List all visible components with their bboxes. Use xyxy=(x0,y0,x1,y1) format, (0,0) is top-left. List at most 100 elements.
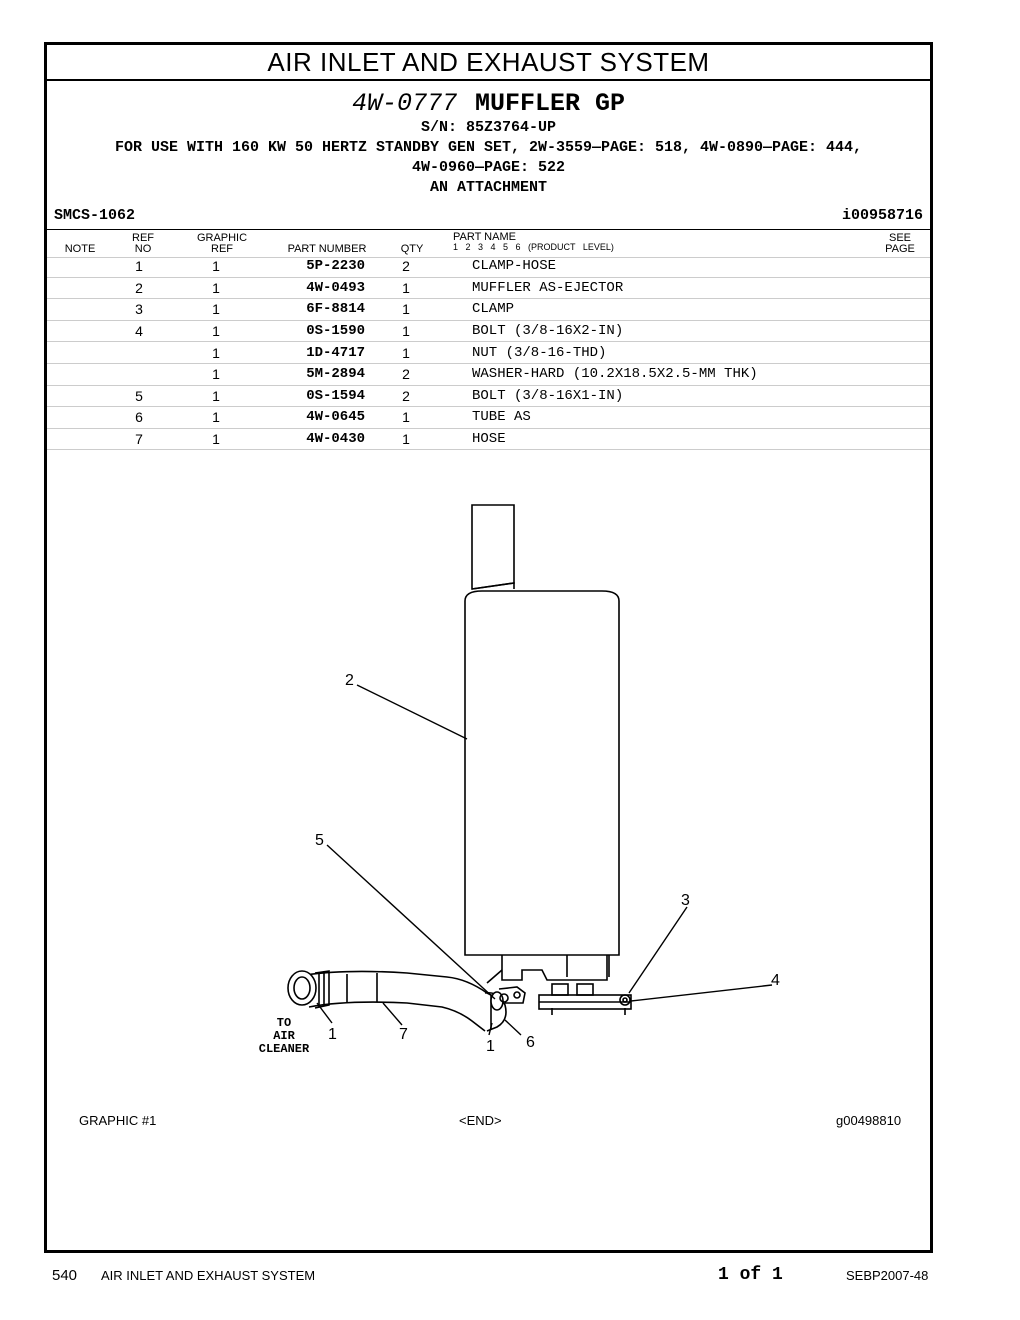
cell-pn: 0S-1590 xyxy=(261,320,365,343)
svg-text:TO: TO xyxy=(277,1016,291,1030)
cell-gref: 1 xyxy=(171,406,261,429)
cell-qty: 2 xyxy=(365,256,447,278)
col-ref-no-top: REF xyxy=(132,232,154,244)
cell-pn: 0S-1594 xyxy=(261,385,365,408)
for-use-line-1: FOR USE WITH 160 KW 50 HERTZ STANDBY GEN… xyxy=(114,139,863,156)
smcs-code: SMCS-1062 xyxy=(54,207,136,224)
cell-note xyxy=(47,341,107,364)
cell-pn: 1D-4717 xyxy=(261,341,365,364)
cell-qty: 2 xyxy=(365,363,447,386)
col-product-levels: 1 2 3 4 5 6 (PRODUCT LEVEL) xyxy=(453,242,614,252)
callout-1-right: 1 xyxy=(486,1038,495,1055)
section-title: AIR INLET AND EXHAUST SYSTEM xyxy=(47,45,930,81)
graphic-id: g00498810 xyxy=(836,1113,902,1128)
cell-qty: 2 xyxy=(365,385,447,408)
callout-7: 7 xyxy=(399,1026,408,1043)
cell-note xyxy=(47,277,107,300)
cell-gref: 1 xyxy=(171,428,261,451)
cell-qty: 1 xyxy=(365,277,447,300)
doc-id: SEBP2007-48 xyxy=(846,1268,929,1283)
cell-gref: 1 xyxy=(171,320,261,343)
cell-pn: 5M-2894 xyxy=(261,363,365,386)
cell-name: WASHER-HARD (10.2X18.5X2.5-MM THK) xyxy=(447,363,930,386)
cell-qty: 1 xyxy=(365,341,447,364)
cell-note xyxy=(47,385,107,408)
page-number: 540 xyxy=(52,1267,78,1284)
serial-number: S/N: 85Z3764-UP xyxy=(420,119,557,136)
cell-name: CLAMP xyxy=(447,298,930,321)
footer-section: AIR INLET AND EXHAUST SYSTEM xyxy=(101,1268,316,1283)
end-marker: <END> xyxy=(459,1113,502,1128)
cell-pn: 6F-8814 xyxy=(261,298,365,321)
muffler-assembly xyxy=(464,504,632,1015)
page-of: 1 of 1 xyxy=(718,1265,783,1285)
group-part-number: 4W-0777 xyxy=(351,89,457,118)
cell-ref: 7 xyxy=(107,428,171,451)
cell-qty: 1 xyxy=(365,320,447,343)
col-part-name: PART NAME xyxy=(453,231,516,243)
cell-note xyxy=(47,406,107,429)
cell-gref: 1 xyxy=(171,277,261,300)
cell-ref: 2 xyxy=(107,277,171,300)
cell-pn: 5P-2230 xyxy=(261,256,365,278)
cell-note xyxy=(47,298,107,321)
cell-name: BOLT (3/8-16X1-IN) xyxy=(447,385,930,408)
cell-pn: 4W-0430 xyxy=(261,428,365,451)
cell-ref xyxy=(107,363,171,386)
cell-gref: 1 xyxy=(171,341,261,364)
cell-name: HOSE xyxy=(447,428,930,451)
for-use-line-2: 4W-0960—PAGE: 522 xyxy=(411,159,566,176)
to-air-cleaner-label: TO AIR CLEANER xyxy=(259,1016,310,1056)
cell-gref: 1 xyxy=(171,298,261,321)
hose-tube-assembly xyxy=(287,970,526,1032)
svg-text:CLEANER: CLEANER xyxy=(259,1042,310,1056)
col-qty: QTY xyxy=(400,243,424,255)
cell-name: MUFFLER AS-EJECTOR xyxy=(447,277,930,300)
col-graphic-ref-top: GRAPHIC xyxy=(196,232,248,244)
cell-ref: 6 xyxy=(107,406,171,429)
callout-leaders xyxy=(316,684,773,1036)
cell-ref: 5 xyxy=(107,385,171,408)
cell-qty: 1 xyxy=(365,298,447,321)
cell-ref: 3 xyxy=(107,298,171,321)
cell-note xyxy=(47,320,107,343)
cell-name: BOLT (3/8-16X2-IN) xyxy=(447,320,930,343)
col-graphic-ref-bottom: REF xyxy=(211,243,233,255)
callout-4: 4 xyxy=(771,972,780,989)
col-see-page-bottom: PAGE xyxy=(885,243,915,255)
svg-text:AIR: AIR xyxy=(273,1029,295,1043)
callout-5: 5 xyxy=(315,832,324,849)
group-name: MUFFLER GP xyxy=(475,89,626,118)
callout-3: 3 xyxy=(681,892,690,909)
cell-gref: 1 xyxy=(171,385,261,408)
callout-2: 2 xyxy=(345,672,354,689)
callout-6: 6 xyxy=(526,1034,535,1051)
cell-qty: 1 xyxy=(365,406,447,429)
cell-pn: 4W-0645 xyxy=(261,406,365,429)
cell-gref: 1 xyxy=(171,363,261,386)
col-see-page-top: SEE xyxy=(888,232,911,244)
cell-note xyxy=(47,256,107,278)
callout-labels: 2 5 3 4 1 7 1 6 xyxy=(315,672,780,1055)
cell-qty: 1 xyxy=(365,428,447,451)
group-heading: 4W-0777 MUFFLER GP xyxy=(47,89,930,118)
cell-note xyxy=(47,428,107,451)
col-part-number: PART NUMBER xyxy=(287,243,367,255)
col-ref-no-bottom: NO xyxy=(134,243,152,255)
graphic-label: GRAPHIC #1 xyxy=(79,1113,157,1128)
col-note: NOTE xyxy=(64,243,96,255)
callout-1-left: 1 xyxy=(328,1026,337,1043)
cell-ref xyxy=(107,341,171,364)
